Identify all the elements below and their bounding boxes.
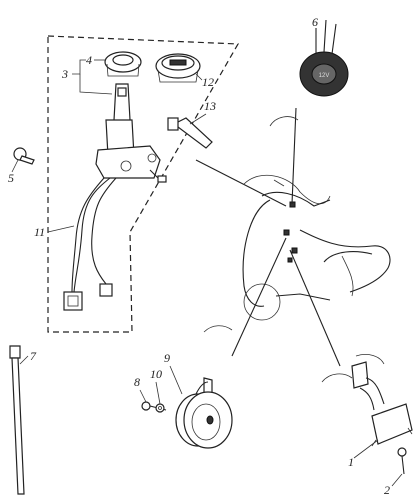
horn-disc: 12V <box>299 19 349 97</box>
svg-text:13: 13 <box>204 99 216 113</box>
callout-5: 5 <box>8 159 19 185</box>
screw <box>13 147 35 165</box>
horn <box>175 377 233 449</box>
harness-connector <box>63 291 83 311</box>
callout-6: 6 <box>312 15 318 29</box>
callout-9: 9 <box>164 351 183 395</box>
svg-text:9: 9 <box>164 351 170 365</box>
svg-text:4: 4 <box>86 53 92 67</box>
reference-lines <box>195 107 385 383</box>
svg-text:10: 10 <box>150 367 162 381</box>
svg-text:11: 11 <box>34 225 45 239</box>
callout-7: 7 <box>19 349 37 365</box>
svg-text:8: 8 <box>134 375 140 389</box>
switch-cover-cap <box>155 53 201 83</box>
svg-text:6: 6 <box>312 15 318 29</box>
svg-text:2: 2 <box>384 483 390 497</box>
callout-3: 3 <box>61 59 113 95</box>
svg-text:12: 12 <box>202 75 214 89</box>
relay-unit <box>351 361 413 447</box>
cable-tie <box>9 345 25 495</box>
callout-8: 8 <box>134 375 147 403</box>
callout-4: 4 <box>86 53 106 67</box>
ignition-group-boundary <box>47 35 240 333</box>
callout-2: 2 <box>384 473 403 497</box>
horn-disc-badge: 12V <box>319 73 330 79</box>
callout-13: 13 <box>189 99 216 125</box>
horn-washer <box>155 403 165 413</box>
svg-text:3: 3 <box>61 67 68 81</box>
wiring-harness <box>71 177 117 293</box>
relay-screw <box>397 447 407 475</box>
callout-1: 1 <box>348 439 379 469</box>
scooter-outline <box>242 175 391 321</box>
callout-12: 12 <box>195 73 214 89</box>
svg-text:7: 7 <box>30 349 37 363</box>
callout-10: 10 <box>150 367 162 405</box>
ignition-switch[interactable] <box>95 83 167 183</box>
lock-ring-nut <box>104 51 142 77</box>
svg-text:5: 5 <box>8 171 14 185</box>
svg-text:1: 1 <box>348 455 354 469</box>
callout-11: 11 <box>34 225 75 239</box>
locking-pin <box>167 117 213 149</box>
harness-terminal <box>99 283 113 297</box>
